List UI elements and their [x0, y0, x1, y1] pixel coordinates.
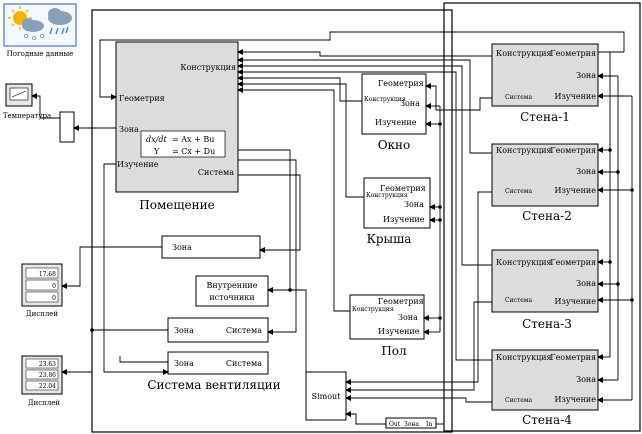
ventilation-block[interactable]: [167, 351, 269, 375]
demux-block[interactable]: [59, 111, 75, 143]
output-equation-rhs: = Cx + Du: [172, 147, 215, 156]
internal-sources-block[interactable]: [195, 275, 269, 307]
wall-4-port-construction: Конструкция: [496, 353, 552, 362]
out-zone-in-block[interactable]: [385, 417, 437, 429]
wall-3-port-construction: Конструкция: [496, 258, 552, 267]
output-equation-lhs: Y: [153, 147, 160, 156]
zone-block-label: Зона: [172, 243, 192, 252]
wall-2-port-radiation: Изучение: [555, 186, 597, 195]
floor-port-radiation: Изучение: [378, 327, 420, 336]
out-zone-label: Зона: [404, 421, 419, 428]
floor-port-construction: Конструкция: [352, 306, 394, 313]
floor-port-geometry: Геометрия: [378, 297, 424, 306]
state-equation-lhs: dx/dt: [146, 135, 167, 144]
rain-icon: [49, 26, 69, 35]
wall-3-port-radiation: Изучение: [555, 297, 597, 306]
wall-1-port-construction: Конструкция: [496, 49, 552, 58]
internal-sources-line1: Внутренние: [207, 281, 258, 290]
room-port-radiation: Изучение: [117, 160, 159, 169]
wall-1-block[interactable]: Конструкция Геометрия Зона Система Изуче…: [491, 43, 599, 107]
display-1-value-2: 0: [52, 283, 56, 290]
wall-2-title: Стена-2: [522, 209, 572, 223]
floor-port-zone: Зона: [398, 313, 418, 322]
wall-2-port-system: Система: [505, 188, 532, 195]
cloud-icon: [22, 8, 72, 32]
display-1-value-3: 0: [52, 295, 56, 302]
ventilation-system: Система: [226, 359, 262, 368]
display-2-value-1: 23.63: [39, 361, 56, 368]
wall-4-port-geometry: Геометрия: [550, 353, 596, 362]
room-title: Помещение: [139, 198, 214, 212]
scope-icon[interactable]: [5, 83, 33, 107]
wall-1-port-system: Система: [505, 94, 532, 101]
roof-title: Крыша: [367, 232, 412, 246]
out-port-label: Out: [389, 421, 401, 428]
wall-2-port-geometry: Геометрия: [550, 146, 596, 155]
display-2-value-3: 22.04: [39, 383, 56, 390]
wall-1-title: Стена-1: [520, 110, 570, 124]
room-port-zone: Зона: [119, 125, 139, 134]
roof-port-geometry: Геометрия: [380, 184, 426, 193]
wall-4-port-zone: Зона: [576, 375, 596, 384]
scope-label: Температура: [3, 112, 51, 120]
system-block-system: Система: [226, 326, 262, 335]
display-2-label: Дисплей: [28, 399, 61, 407]
window-port-zone: Зона: [400, 99, 420, 108]
room-port-geometry: Геометрия: [119, 94, 165, 103]
wall-1-port-radiation: Изучение: [555, 92, 597, 101]
in-port-label: In: [426, 421, 432, 428]
wall-4-port-system: Система: [505, 397, 532, 404]
subsystem-border: [91, 9, 453, 433]
wall-4-title: Стена-4: [522, 413, 572, 427]
wall-4-block[interactable]: Конструкция Геометрия Зона Система Изуче…: [491, 349, 599, 411]
system-block-zone: Зона: [174, 326, 194, 335]
wall-2-port-construction: Конструкция: [496, 146, 552, 155]
room-port-construction: Конструкция: [180, 63, 236, 72]
window-block[interactable]: [361, 73, 427, 135]
snow-icon: [24, 34, 44, 40]
display-1-value-1: 17.68: [39, 271, 56, 278]
wall-4-port-radiation: Изучение: [555, 395, 597, 404]
wall-2-block[interactable]: Конструкция Геометрия Зона Система Изуче…: [491, 143, 599, 207]
roof-port-construction: Конструкция: [366, 192, 408, 199]
window-port-geometry: Геометрия: [378, 79, 424, 88]
display-1-label: Дисплей: [26, 310, 59, 318]
junction-dots: [90, 122, 634, 332]
weather-data-label: Погодные данные: [7, 50, 74, 58]
simout-label: Simout: [312, 392, 342, 401]
wall-3-port-geometry: Геометрия: [550, 258, 596, 267]
state-space-equation-box: [140, 130, 226, 158]
ventilation-title: Система вентиляции: [147, 378, 280, 392]
window-port-radiation: Изучение: [375, 118, 417, 127]
signal-wires: [31, 31, 633, 425]
wall-3-port-system: Система: [505, 297, 532, 304]
floor-title: Пол: [381, 344, 407, 358]
simout-block[interactable]: [305, 371, 347, 421]
display-2-value-2: 23.86: [39, 372, 56, 379]
roof-port-radiation: Изучение: [383, 215, 425, 224]
wall-3-title: Стена-3: [522, 317, 572, 331]
window-title: Окно: [378, 138, 411, 152]
ventilation-zone: Зона: [174, 359, 194, 368]
roof-block[interactable]: [363, 177, 431, 229]
internal-sources-line2: источники: [209, 293, 254, 302]
wall-1-port-geometry: Геометрия: [550, 49, 596, 58]
window-port-construction: Конструкция: [364, 96, 406, 103]
wall-1-port-zone: Зона: [576, 71, 596, 80]
wall-2-port-zone: Зона: [576, 167, 596, 176]
wall-3-port-zone: Зона: [576, 279, 596, 288]
room-block[interactable]: [115, 41, 239, 193]
state-equation-rhs: = Ax + Bu: [172, 135, 214, 144]
subsystem-border-outer: [443, 2, 641, 432]
weather-data-block[interactable]: [3, 3, 77, 47]
room-port-system: Система: [198, 168, 234, 177]
roof-port-zone: Зона: [404, 200, 424, 209]
wall-3-block[interactable]: Конструкция Геометрия Зона Система Изуче…: [491, 249, 599, 313]
